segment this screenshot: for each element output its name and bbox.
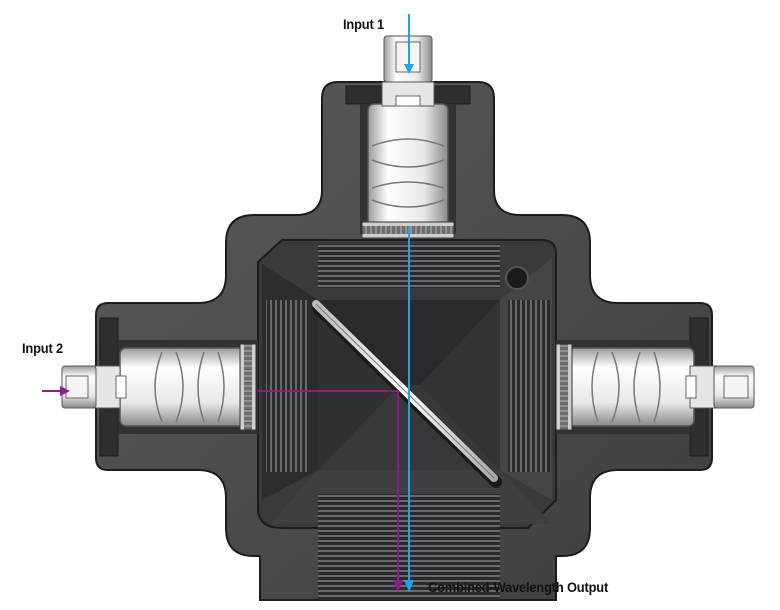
top-lens-curve-3: [371, 181, 445, 189]
thread-right: [508, 300, 550, 472]
cube-inner-right: [420, 300, 500, 470]
mounting-hole: [505, 266, 529, 290]
input-2-label: Input 2: [22, 340, 63, 356]
right-lens-curve-2: [611, 351, 620, 423]
right-lens-curve-3: [633, 351, 641, 423]
left-connector-nub: [115, 375, 127, 399]
top-lens-curve-4: [371, 199, 445, 208]
top-connector-nub: [395, 95, 421, 107]
left-lens-barrel: [119, 347, 249, 427]
left-lens-curve-1: [154, 351, 163, 423]
right-lens-curve-4: [653, 351, 661, 423]
dichroic-mirror-edge: [315, 303, 495, 479]
left-lens-curve-4: [217, 351, 225, 423]
input-1-label: Input 1: [343, 16, 384, 32]
top-lens-curve-2: [371, 159, 445, 168]
cube-inner-left: [318, 300, 400, 470]
beam-input-2: [42, 386, 403, 592]
right-ring-teeth: [560, 344, 568, 430]
right-connector-tip: [723, 375, 749, 399]
thread-left: [266, 300, 308, 472]
top-lens-curve-1: [371, 138, 445, 147]
left-connector-tip: [65, 375, 89, 399]
left-lens-curve-3: [197, 351, 205, 423]
beam-input-1: [404, 14, 414, 592]
right-lens-barrel: [567, 347, 695, 427]
top-lens-barrel: [367, 103, 449, 233]
combined-output-label: Combined-Wavelength Output: [428, 579, 609, 595]
right-connector-nub: [685, 375, 697, 399]
left-lens-curve-2: [175, 351, 184, 423]
left-ring-teeth: [244, 344, 252, 430]
right-lens-curve-1: [591, 351, 599, 423]
